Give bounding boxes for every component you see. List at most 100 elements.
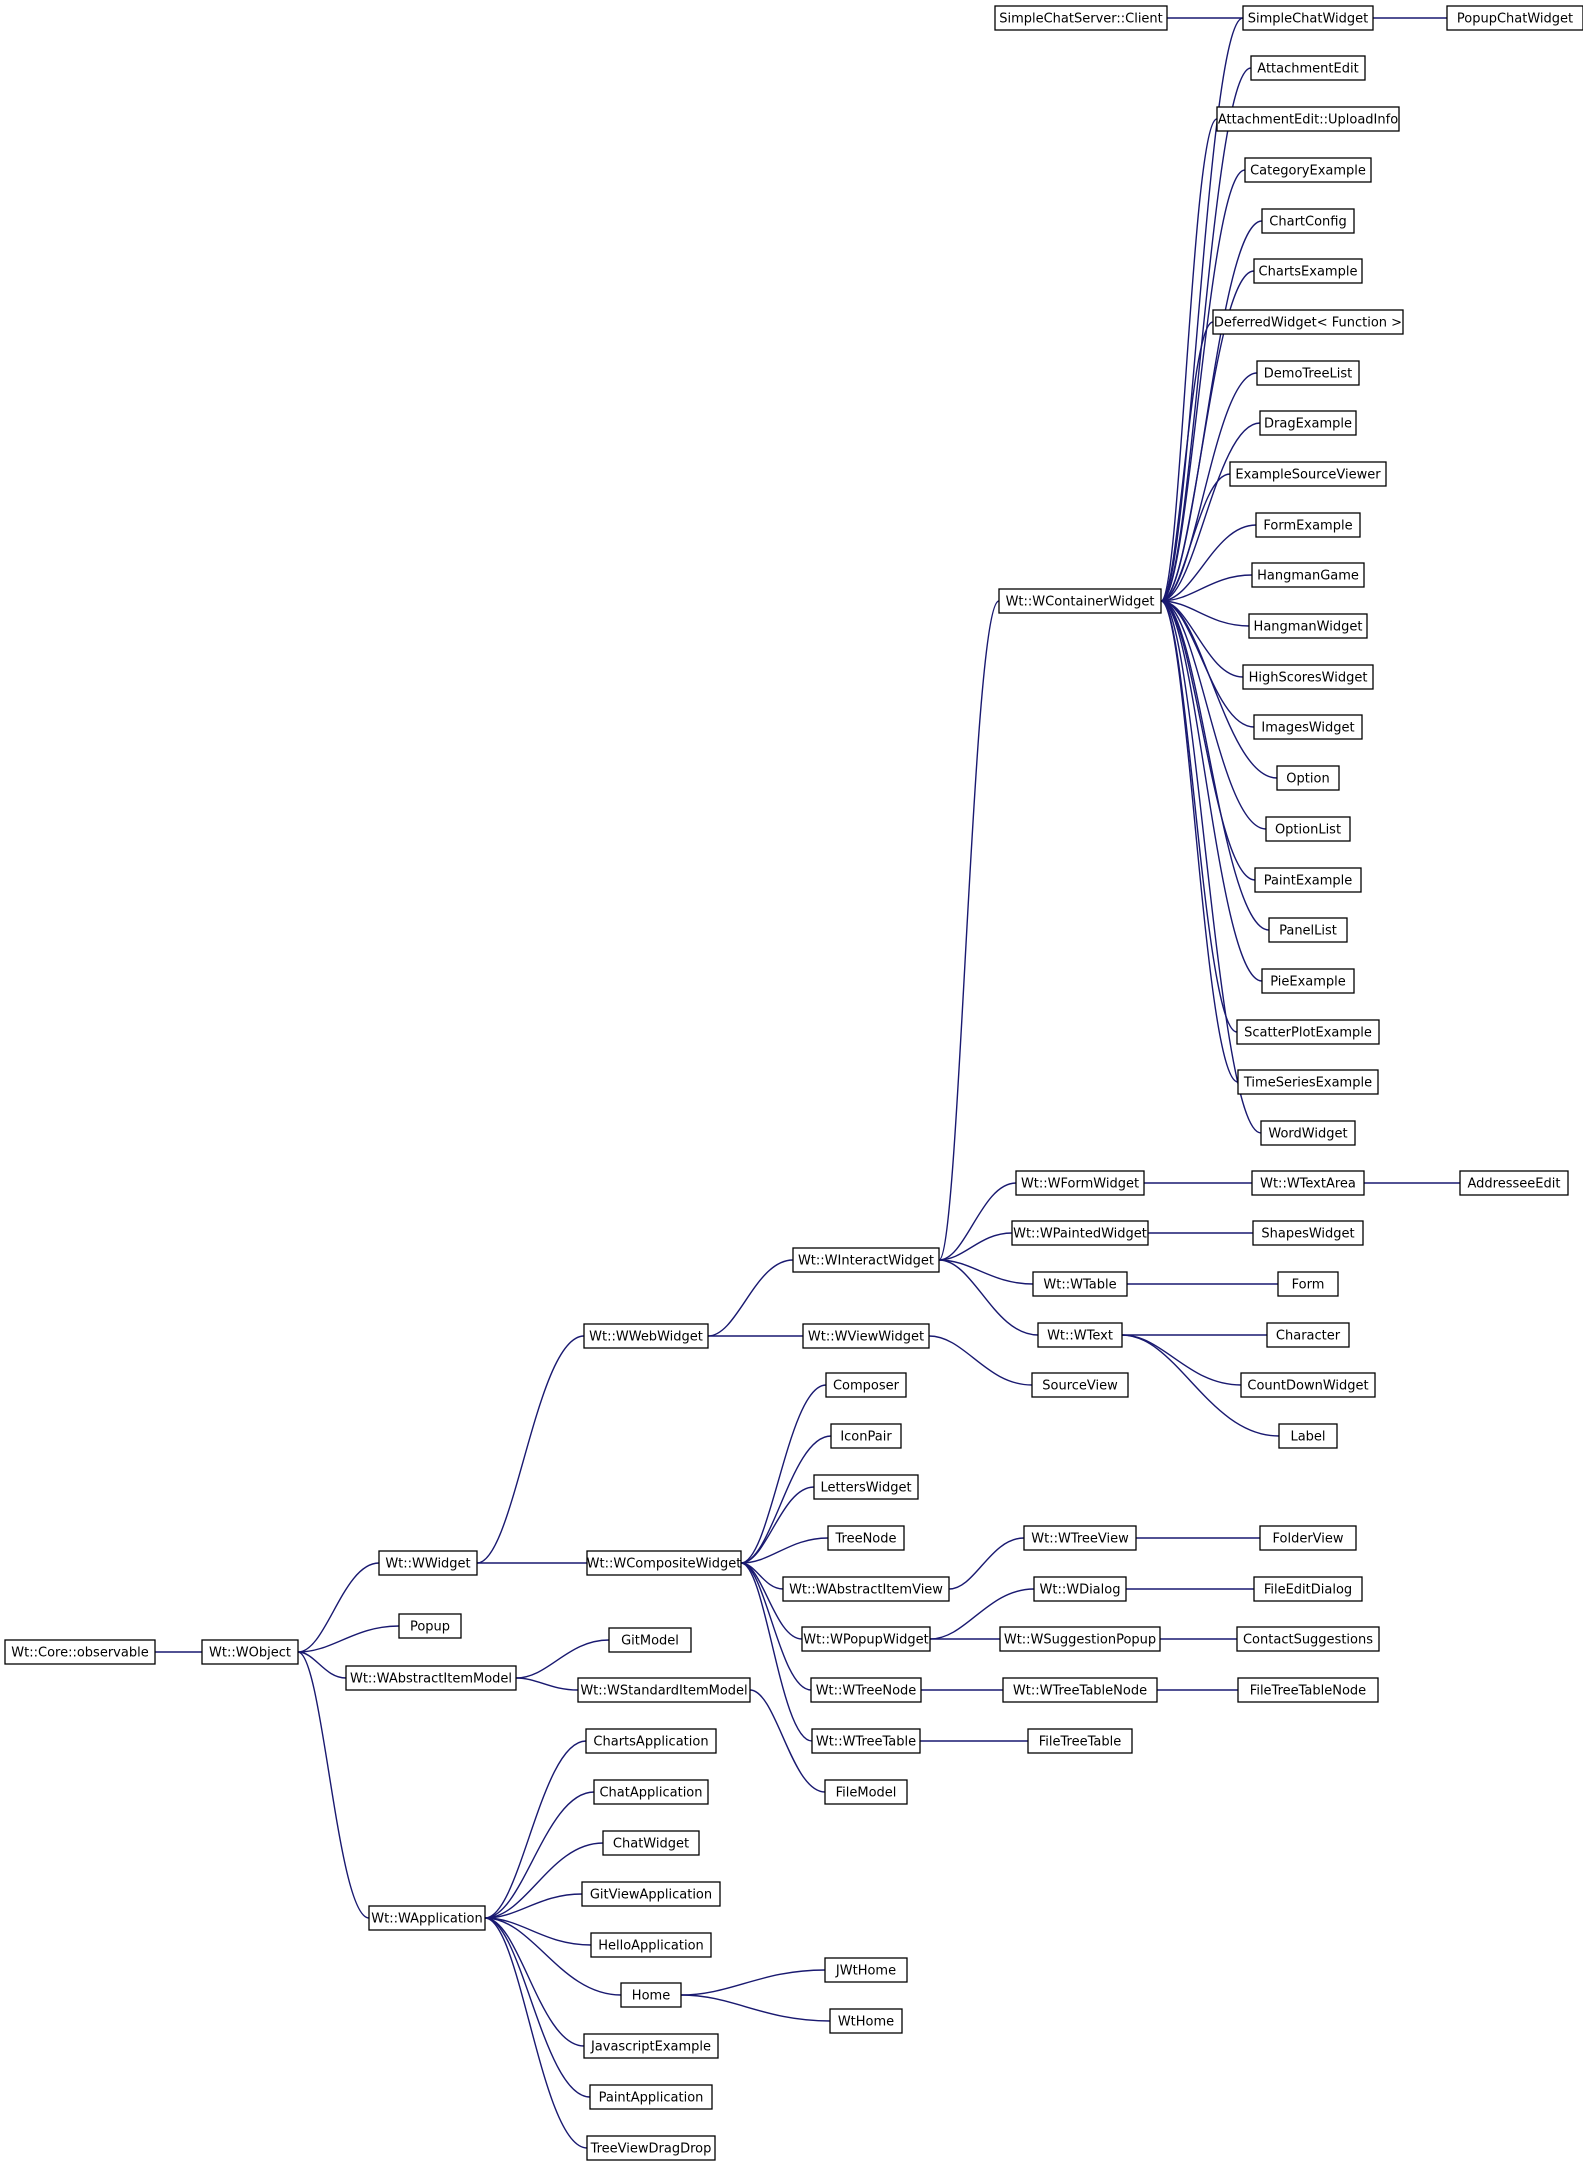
class-box xyxy=(620,1982,682,2008)
class-node-wstandarditemmodel[interactable]: Wt::WStandardItemModel xyxy=(577,1677,751,1703)
class-node-jwthome[interactable]: JWtHome xyxy=(824,1957,908,1983)
class-node-folderview[interactable]: FolderView xyxy=(1259,1525,1357,1551)
class-node-popupchatwidget[interactable]: PopupChatWidget xyxy=(1446,5,1583,31)
class-node-gitmodel[interactable]: GitModel xyxy=(608,1627,692,1653)
class-node-timeseriesexample[interactable]: TimeSeriesExample xyxy=(1237,1069,1379,1095)
class-node-contactsuggestions[interactable]: ContactSuggestions xyxy=(1236,1626,1380,1652)
class-node-simplechatwidget[interactable]: SimpleChatWidget xyxy=(1242,5,1374,31)
class-node-examplesourceviewer[interactable]: ExampleSourceViewer xyxy=(1229,461,1387,487)
class-node-wtreetable[interactable]: Wt::WTreeTable xyxy=(811,1728,921,1754)
class-node-imageswidget[interactable]: ImagesWidget xyxy=(1253,714,1363,740)
class-node-wtext[interactable]: Wt::WText xyxy=(1037,1322,1123,1348)
class-node-paintexample[interactable]: PaintExample xyxy=(1254,867,1362,893)
class-node-wwidget[interactable]: Wt::WWidget xyxy=(378,1550,478,1576)
class-node-deferredwidget[interactable]: DeferredWidget< Function > xyxy=(1212,309,1404,335)
class-node-wtreetablenode[interactable]: Wt::WTreeTableNode xyxy=(1002,1677,1158,1703)
class-node-scatterplotexample[interactable]: ScatterPlotExample xyxy=(1236,1019,1380,1045)
class-node-wabstractitemview[interactable]: Wt::WAbstractItemView xyxy=(782,1576,950,1602)
class-node-chartsapplication[interactable]: ChartsApplication xyxy=(585,1728,717,1754)
class-node-wtable[interactable]: Wt::WTable xyxy=(1032,1271,1128,1297)
class-node-hangmangame[interactable]: HangmanGame xyxy=(1251,562,1365,588)
class-box xyxy=(586,1550,742,1576)
class-label: OptionList xyxy=(1275,823,1341,838)
class-label: HangmanGame xyxy=(1257,569,1359,584)
class-node-wformwidget[interactable]: Wt::WFormWidget xyxy=(1015,1170,1145,1196)
class-node-filetreetable[interactable]: FileTreeTable xyxy=(1027,1728,1133,1754)
class-node-wwebwidget[interactable]: Wt::WWebWidget xyxy=(583,1323,709,1349)
class-node-wpopupwidget[interactable]: Wt::WPopupWidget xyxy=(801,1626,931,1652)
class-node-popup[interactable]: Popup xyxy=(398,1613,462,1639)
class-node-label[interactable]: Label xyxy=(1278,1423,1338,1449)
class-node-panellist[interactable]: PanelList xyxy=(1268,917,1348,943)
class-node-wcompositewidget[interactable]: Wt::WCompositeWidget xyxy=(586,1550,742,1576)
class-node-observable[interactable]: Wt::Core::observable xyxy=(4,1639,156,1665)
class-node-wapplication[interactable]: Wt::WApplication xyxy=(368,1905,486,1931)
class-box xyxy=(577,1677,751,1703)
class-node-chartsexample[interactable]: ChartsExample xyxy=(1253,258,1363,284)
edge-timeseriesexample-to-wcontainerwidget xyxy=(1161,601,1239,1083)
class-node-wcontainerwidget[interactable]: Wt::WContainerWidget xyxy=(998,588,1162,614)
class-node-wtreeview[interactable]: Wt::WTreeView xyxy=(1023,1525,1137,1551)
class-node-shapeswidget[interactable]: ShapesWidget xyxy=(1252,1220,1364,1246)
class-node-treenode[interactable]: TreeNode xyxy=(827,1525,905,1551)
class-node-wthome[interactable]: WtHome xyxy=(829,2008,903,2034)
class-node-wtreenode[interactable]: Wt::WTreeNode xyxy=(810,1677,922,1703)
class-label: Wt::WViewWidget xyxy=(808,1330,924,1345)
class-node-letterswidget[interactable]: LettersWidget xyxy=(813,1474,919,1500)
class-node-javascriptexample[interactable]: JavascriptExample xyxy=(583,2033,719,2059)
class-box xyxy=(1229,461,1387,487)
class-box xyxy=(1276,765,1340,791)
class-node-attachmentedit[interactable]: AttachmentEdit xyxy=(1250,55,1366,81)
class-node-wviewwidget[interactable]: Wt::WViewWidget xyxy=(802,1323,930,1349)
class-label: Wt::WTreeTable xyxy=(816,1735,916,1750)
class-node-wpaintedwidget[interactable]: Wt::WPaintedWidget xyxy=(1011,1220,1149,1246)
class-node-wobject[interactable]: Wt::WObject xyxy=(201,1639,299,1665)
class-node-paintapplication[interactable]: PaintApplication xyxy=(589,2084,713,2110)
class-node-pieexample[interactable]: PieExample xyxy=(1261,968,1355,994)
class-node-wsuggestionpopup[interactable]: Wt::WSuggestionPopup xyxy=(999,1626,1161,1652)
class-label: Wt::WDialog xyxy=(1040,1583,1121,1598)
class-box xyxy=(1011,1220,1149,1246)
class-node-wtextarea[interactable]: Wt::WTextArea xyxy=(1251,1170,1365,1196)
class-node-wordwidget[interactable]: WordWidget xyxy=(1260,1120,1356,1146)
class-node-dragexample[interactable]: DragExample xyxy=(1259,410,1357,436)
class-node-wabstractitemmodel[interactable]: Wt::WAbstractItemModel xyxy=(345,1665,517,1691)
class-node-chatwidget[interactable]: ChatWidget xyxy=(602,1830,700,1856)
class-box xyxy=(1236,1626,1380,1652)
class-node-gitviewapplication[interactable]: GitViewApplication xyxy=(581,1881,721,1907)
class-node-home[interactable]: Home xyxy=(620,1982,682,2008)
class-label: Wt::WAbstractItemView xyxy=(789,1583,943,1598)
class-node-composer[interactable]: Composer xyxy=(825,1372,907,1398)
class-node-filetreetablenode[interactable]: FileTreeTableNode xyxy=(1237,1677,1379,1703)
class-node-sourceview[interactable]: SourceView xyxy=(1031,1372,1129,1398)
class-node-optionlist[interactable]: OptionList xyxy=(1265,816,1351,842)
class-node-simplechatserverclient[interactable]: SimpleChatServer::Client xyxy=(994,5,1168,31)
class-node-character[interactable]: Character xyxy=(1266,1322,1350,1348)
class-node-demotreelist[interactable]: DemoTreeList xyxy=(1256,360,1360,386)
class-node-option[interactable]: Option xyxy=(1276,765,1340,791)
class-node-iconpair[interactable]: IconPair xyxy=(830,1423,902,1449)
class-node-helloapplication[interactable]: HelloApplication xyxy=(590,1932,712,1958)
class-node-form[interactable]: Form xyxy=(1277,1271,1339,1297)
class-node-countdownwidget[interactable]: CountDownWidget xyxy=(1240,1372,1376,1398)
class-node-wdialog[interactable]: Wt::WDialog xyxy=(1033,1576,1127,1602)
class-node-attachmentedituploadinfo[interactable]: AttachmentEdit::UploadInfo xyxy=(1216,106,1400,132)
class-label: SimpleChatServer::Client xyxy=(999,12,1163,27)
class-node-highscoreswidget[interactable]: HighScoresWidget xyxy=(1242,664,1374,690)
class-node-fileeditdialog[interactable]: FileEditDialog xyxy=(1253,1576,1363,1602)
class-node-winteractwidget[interactable]: Wt::WInteractWidget xyxy=(792,1247,940,1273)
class-box xyxy=(585,1728,717,1754)
class-node-addresseeedit[interactable]: AddresseeEdit xyxy=(1459,1170,1569,1196)
class-label: FileTreeTable xyxy=(1039,1735,1121,1750)
class-node-chartconfig[interactable]: ChartConfig xyxy=(1261,208,1355,234)
edge-wpaintedwidget-to-winteractwidget xyxy=(939,1232,1013,1260)
class-node-formexample[interactable]: FormExample xyxy=(1255,512,1361,538)
class-node-hangmanwidget[interactable]: HangmanWidget xyxy=(1248,613,1368,639)
class-node-categoryexample[interactable]: CategoryExample xyxy=(1244,157,1372,183)
class-node-filemodel[interactable]: FileModel xyxy=(824,1779,908,1805)
edge-gitmodel-to-wabstractitemmodel xyxy=(516,1639,610,1678)
class-node-treeviewdragdrop[interactable]: TreeViewDragDrop xyxy=(586,2135,716,2161)
class-node-chatapplication[interactable]: ChatApplication xyxy=(593,1779,709,1805)
class-box xyxy=(602,1830,700,1856)
class-box xyxy=(4,1639,156,1665)
